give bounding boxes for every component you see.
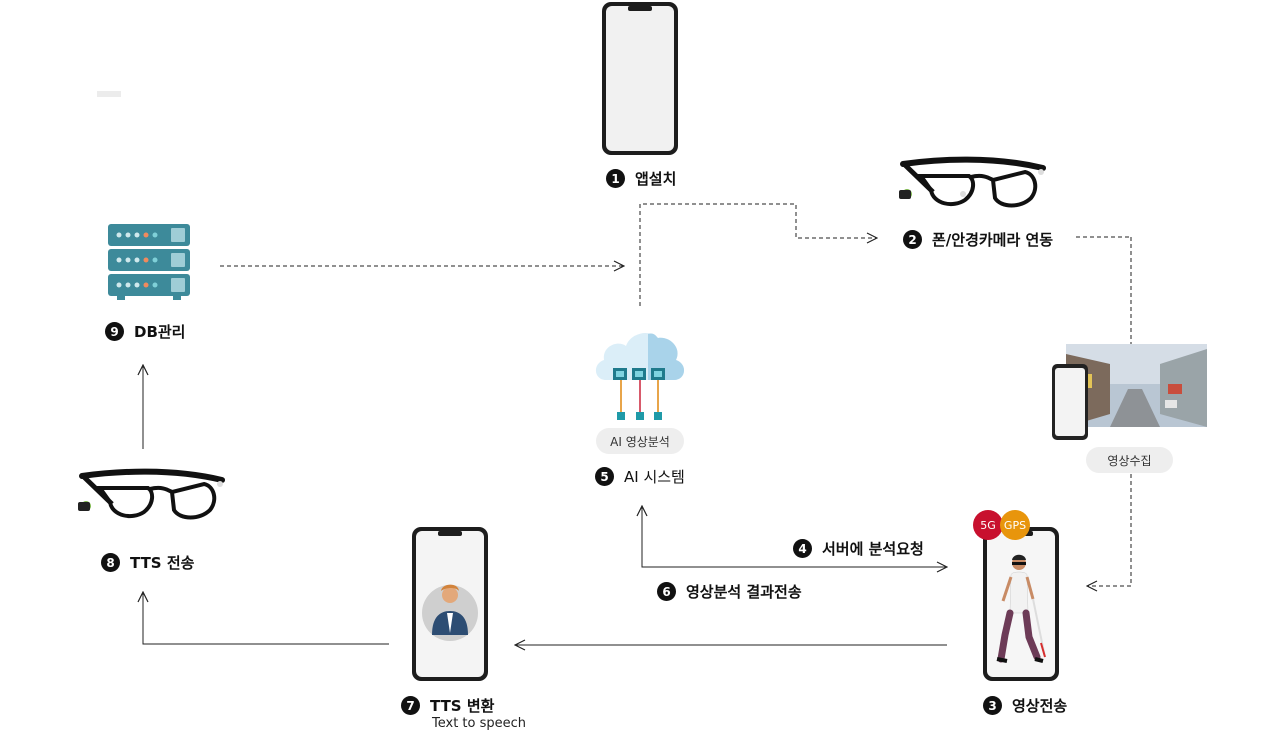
step-number-badge: 1 — [606, 169, 625, 188]
step-number-badge: 9 — [105, 322, 124, 341]
ai-cloud-icon — [595, 332, 685, 420]
step-label: 서버에 분석요청 — [822, 540, 924, 558]
step-label: AI 시스템 — [624, 468, 685, 486]
video-collect-pill: 영상수집 — [1086, 447, 1173, 473]
step-label: TTS 전송 — [130, 554, 195, 572]
connector-collect-to-phone — [1087, 474, 1132, 586]
smart-glasses-image — [899, 156, 1046, 208]
step-number-badge: 3 — [983, 696, 1002, 715]
step-3-send-video: 3 영상전송 — [983, 695, 1067, 716]
decor-mark — [97, 91, 121, 97]
step-5-ai-system: 5 AI 시스템 — [595, 466, 685, 487]
step-6-result: 6 영상분석 결과전송 — [657, 581, 802, 602]
phone-blind-user-image — [983, 527, 1059, 681]
step-number-badge: 7 — [401, 696, 420, 715]
db-server-icon — [108, 224, 190, 300]
step-number-badge: 8 — [101, 553, 120, 572]
step-label: 영상전송 — [1012, 697, 1068, 715]
phone-app-install-image — [602, 2, 678, 155]
ai-analysis-pill: AI 영상분석 — [596, 428, 684, 454]
step-1-install: 1 앱설치 — [606, 168, 676, 189]
step-number-badge: 6 — [657, 582, 676, 601]
badge-5g-label: 5G — [980, 518, 996, 532]
step-9-db: 9 DB관리 — [105, 321, 186, 342]
connector-ai-to-glasses — [639, 203, 877, 306]
step-label: 영상분석 결과전송 — [686, 583, 802, 601]
step-number-badge: 2 — [903, 230, 922, 249]
step-4-request: 4 서버에 분석요청 — [793, 538, 924, 559]
badge-gps: GPS — [1000, 510, 1030, 540]
step-label: 앱설치 — [635, 170, 677, 188]
step-7-tts-convert: 7 TTS 변환 — [401, 695, 494, 716]
step-number-badge: 5 — [595, 467, 614, 486]
step-label: DB관리 — [134, 323, 186, 341]
connector-tts-to-glasses — [143, 592, 389, 645]
phone-tts-image — [412, 527, 488, 681]
badge-5g: 5G — [973, 510, 1003, 540]
badge-gps-label: GPS — [1003, 518, 1027, 532]
step-7-subtitle: Text to speech — [432, 716, 527, 731]
step-8-tts-send: 8 TTS 전송 — [101, 552, 194, 573]
smart-glasses-tts-image — [78, 468, 225, 520]
street-capture-image — [1052, 344, 1207, 440]
step-label: 폰/안경카메라 연동 — [932, 231, 1054, 249]
step-number-badge: 4 — [793, 539, 812, 558]
step-label: TTS 변환 — [430, 697, 495, 715]
step-2-link: 2 폰/안경카메라 연동 — [903, 229, 1053, 250]
